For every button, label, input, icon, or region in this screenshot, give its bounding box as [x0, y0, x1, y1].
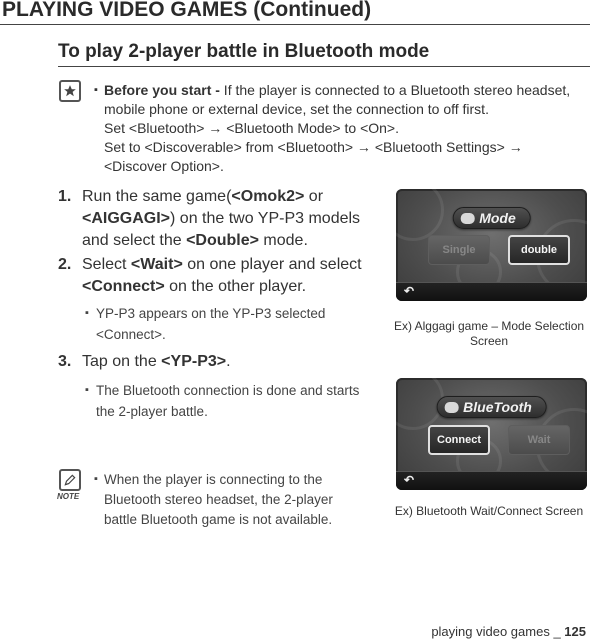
gamepad-icon	[460, 213, 475, 224]
step-1-text-a: Run the same game(	[82, 188, 232, 205]
back-arrow-icon[interactable]: ↶	[404, 473, 415, 487]
tip-line-1-text: If the player is connected to a Bluetoot…	[219, 82, 571, 98]
step-2-line-1: Select <Wait> on one player and select	[82, 254, 362, 276]
step-2-line-2: <Connect> on the other player.	[82, 276, 306, 298]
double-mode-button[interactable]: double	[508, 235, 570, 265]
step-3-number: 3.	[58, 353, 72, 370]
footer-section-label: playing video games _	[431, 624, 565, 639]
connect-button[interactable]: Connect	[428, 425, 490, 455]
step-1-text-h: mode.	[258, 232, 308, 249]
step-2-text-e: on the other player.	[164, 278, 307, 295]
step-1-line-2: <AIGGAGI>) on the two YP-P3 models	[82, 208, 360, 230]
star-icon	[59, 80, 81, 102]
step-2-connect: <Connect>	[82, 278, 165, 295]
step-2-text-c: on one player and select	[182, 256, 362, 273]
tip-line-3: Set <Bluetooth> → <Bluetooth Mode> to <O…	[104, 120, 399, 136]
page-footer: playing video games _ 125	[431, 624, 586, 639]
pencil-icon	[59, 469, 81, 491]
back-arrow-icon[interactable]: ↶	[404, 284, 415, 298]
bluetooth-screen-caption: Ex) Bluetooth Wait/Connect Screen	[394, 504, 584, 518]
step-2-wait: <Wait>	[130, 256, 183, 273]
step-2-sub-line-2: <Connect>.	[96, 327, 166, 342]
gamepad-icon	[444, 402, 459, 413]
section-title: To play 2-player battle in Bluetooth mod…	[58, 41, 430, 62]
step-1-game-omok2: <Omok2>	[231, 188, 305, 205]
step-1-text-c: or	[304, 188, 324, 205]
step-3-text-c: .	[226, 353, 231, 370]
background-swirl	[396, 189, 444, 241]
page-number: 125	[564, 624, 586, 639]
tip-line-5: <Discover Option>.	[104, 158, 224, 174]
tip-line-1: Before you start - If the player is conn…	[94, 81, 571, 100]
step-3-sub-line-1: The Bluetooth connection is done and sta…	[85, 380, 359, 401]
bluetooth-title-text: BlueTooth	[463, 399, 532, 415]
step-1-line-3: and select the <Double> mode.	[82, 230, 308, 252]
note-label: NOTE	[57, 492, 80, 501]
step-1-text-f: and select the	[82, 232, 187, 249]
note-line-3: battle Bluetooth game is not available.	[104, 512, 333, 527]
step-1-text-e: ) on the two YP-P3 models	[170, 210, 361, 227]
step-3-yp-p3: <YP-P3>	[161, 353, 227, 370]
single-mode-button[interactable]: Single	[428, 235, 490, 265]
step-1-number: 1.	[58, 188, 72, 205]
step-2-text-a: Select	[82, 256, 131, 273]
step-3-sub-line-2: the 2-player battle.	[96, 404, 208, 419]
section-divider	[58, 66, 590, 67]
page-header-title: PLAYING VIDEO GAMES (Continued)	[2, 0, 372, 21]
screen-bottom-bar: ↶	[396, 282, 587, 301]
mode-title-text: Mode	[479, 210, 516, 226]
mode-title-badge: Mode	[452, 207, 531, 229]
step-1-game-aiggagi: <AIGGAGI>	[82, 210, 171, 227]
step-1-line-1: Run the same game(<Omok2> or	[82, 186, 323, 208]
tip-line-4: Set to <Discoverable> from <Bluetooth> →…	[104, 139, 523, 155]
bluetooth-screenshot: BlueTooth Connect Wait ↶	[396, 378, 587, 490]
mode-screen-caption: Ex) Alggagi game – Mode Selection Screen	[386, 319, 590, 349]
mode-selection-screenshot: Mode Single double ↶	[396, 189, 587, 301]
wait-button[interactable]: Wait	[508, 425, 570, 455]
step-3-line-1: Tap on the <YP-P3>.	[82, 351, 231, 373]
bluetooth-title-badge: BlueTooth	[436, 396, 547, 418]
tip-line-2: mobile phone or external device, set the…	[104, 101, 489, 117]
header-divider	[0, 24, 590, 25]
step-3-text-a: Tap on the	[82, 353, 162, 370]
screen-bottom-bar: ↶	[396, 471, 587, 490]
mode-caption-line-2: Screen	[469, 334, 509, 348]
note-line-2: Bluetooth stereo headset, the 2-player	[104, 492, 333, 507]
step-2-sub-line-1: YP-P3 appears on the YP-P3 selected	[85, 303, 325, 324]
mode-caption-line-1: Ex) Alggagi game – Mode Selection	[393, 319, 585, 333]
tip-lead: Before you start -	[104, 82, 220, 98]
note-line-1: When the player is connecting to the	[94, 469, 322, 490]
step-2-number: 2.	[58, 256, 72, 273]
step-1-mode-double: <Double>	[186, 232, 259, 249]
